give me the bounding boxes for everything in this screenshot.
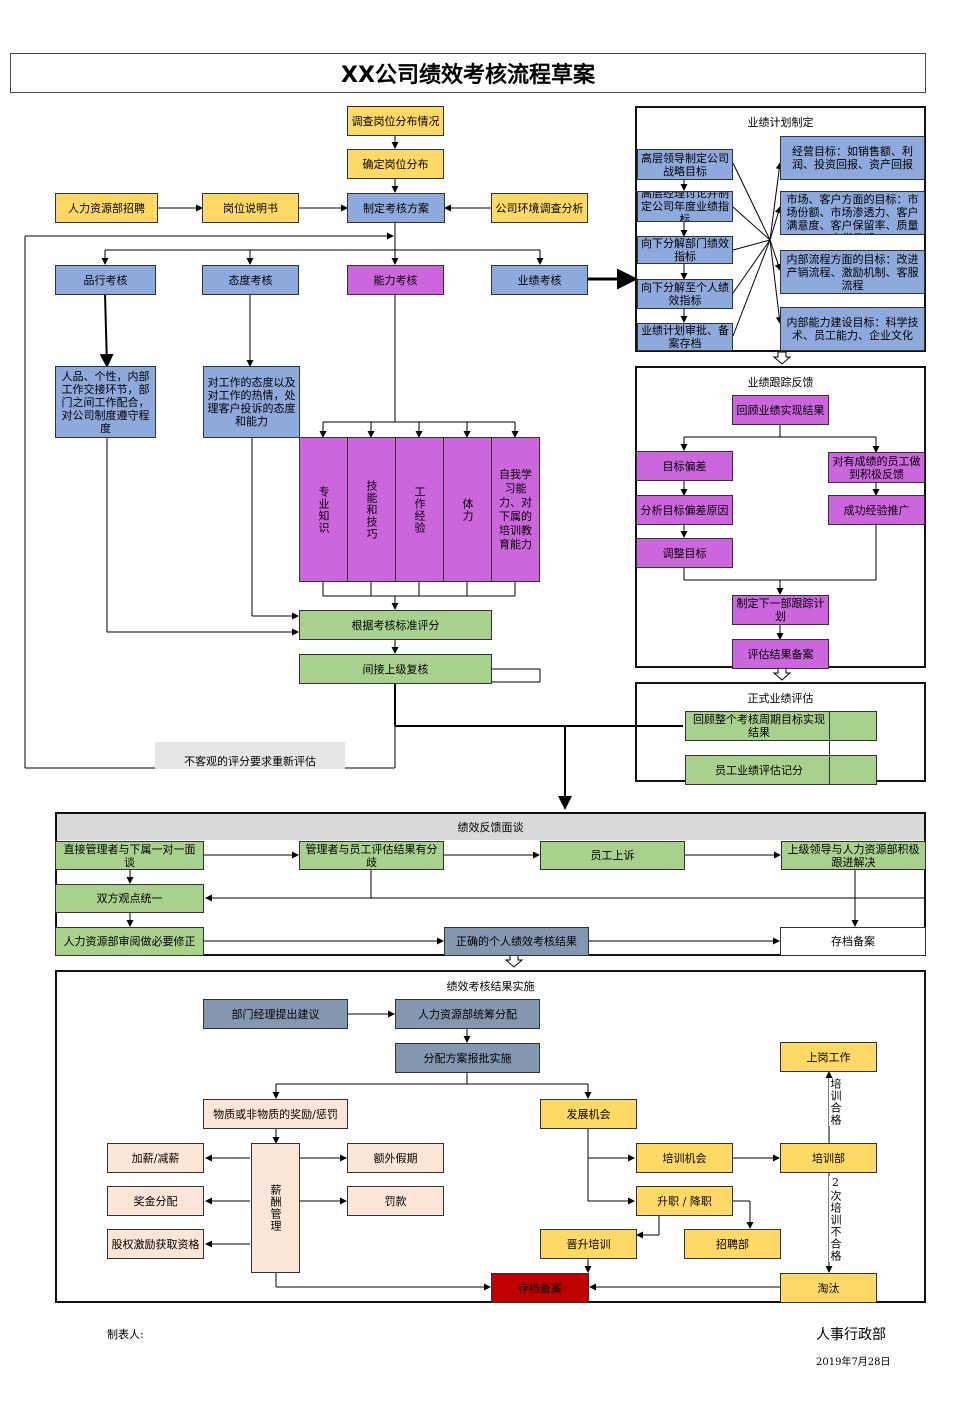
track-promote-box: 成功经验推广 <box>828 495 925 525</box>
review-box: 间接上级复核 <box>299 654 492 684</box>
survey-box: 调查岗位分布情况 <box>347 106 444 136</box>
impl-salary-mgmt-box: 薪酬管理 <box>251 1143 300 1273</box>
reevaluate-label: 不客观的评分要求重新评估 <box>155 742 345 769</box>
track-archive-box: 评估结果备案 <box>732 639 829 669</box>
track-adjust-box: 调整目标 <box>636 538 733 568</box>
pass-label: 培训合格 <box>829 1078 842 1126</box>
track-next-plan-box: 制定下一部跟踪计划 <box>732 595 829 625</box>
confirm-box: 确定岗位分布 <box>347 149 444 179</box>
impl-archive-box: 存档备案 <box>491 1273 589 1303</box>
plan-goal-1: 经营目标：如销售额、利润、投资回报、资产回报 <box>780 136 925 180</box>
impl-eliminate-box: 淘汰 <box>780 1273 877 1303</box>
fb-consensus-box: 双方观点统一 <box>55 884 204 913</box>
impl-leave-box: 额外假期 <box>347 1143 444 1173</box>
ability-box: 能力考核 <box>347 265 444 295</box>
fb-one-on-one-box: 直接管理者与下属一对一面谈 <box>55 841 204 870</box>
track-panel-title: 业绩跟踪反馈 <box>747 376 814 389</box>
plan-goal-3: 内部流程方面的目标：改进产销流程、激励机制、客服流程 <box>780 250 925 294</box>
impl-promo-train-box: 晋升培训 <box>540 1229 637 1259</box>
track-positive-box: 对有成绩的员工做到积极反馈 <box>828 452 925 483</box>
dept-label: 人事行政部 <box>816 1327 886 1343</box>
fb-appeal-box: 员工上诉 <box>540 841 685 870</box>
impl-fine-box: 罚款 <box>347 1186 444 1216</box>
impl-onboard-box: 上岗工作 <box>780 1042 877 1072</box>
performance-box: 业绩考核 <box>491 265 588 295</box>
attitude-box: 态度考核 <box>202 265 299 295</box>
impl-salary-up-box: 加薪/减薪 <box>107 1143 204 1173</box>
formal-panel-title: 正式业绩评估 <box>747 692 814 705</box>
formal-record-box: 员工业绩评估记分 <box>685 755 877 785</box>
fb-hr-review-box: 人力资源部审阅做必要修正 <box>55 927 204 956</box>
fb-disagree-box: 管理者与员工评估结果有分歧 <box>299 841 444 870</box>
formal-review-box: 回顾整个考核周期目标实现结果 <box>685 711 877 741</box>
plan-step-1: 高层领导制定公司战略目标 <box>637 149 733 180</box>
formal-record-text: 员工业绩评估记分 <box>715 763 803 777</box>
fb-archive-box: 存档备案 <box>780 927 926 956</box>
plan-step-5: 业绩计划审批、备案存档 <box>637 323 733 351</box>
plan-panel-title: 业绩计划制定 <box>747 116 814 129</box>
formal-review-text: 回顾整个考核周期目标实现结果 <box>693 713 825 739</box>
impl-dept-box: 部门经理提出建议 <box>203 999 348 1029</box>
fail-label: 2次培训不合格 <box>829 1176 842 1262</box>
impl-hr-coord-box: 人力资源部统筹分配 <box>395 999 540 1029</box>
impl-equity-box: 股权激励获取资格 <box>107 1229 204 1259</box>
track-deviation-box: 目标偏差 <box>636 451 733 481</box>
impl-approve-box: 分配方案报批实施 <box>395 1043 540 1073</box>
date-label: 2019年7月28日 <box>816 1357 891 1368</box>
fb-leader-box: 上级领导与人力资源部积极跟进解决 <box>781 841 926 870</box>
plan-step-3: 向下分解部门绩效指标 <box>637 236 733 264</box>
plan-step-2: 高层经理讨论并制定公司年度业绩指标 <box>637 191 733 222</box>
ability-item-5: 自我学习能力、对下属的培训教育能力 <box>491 437 540 582</box>
formal-divider <box>829 711 830 785</box>
impl-panel <box>55 970 926 1303</box>
hr-recruit-box: 人力资源部招聘 <box>55 193 158 223</box>
ability-item-1: 专业知识 <box>299 437 348 582</box>
impl-train-dept-box: 培训部 <box>780 1143 877 1173</box>
attitude-desc-box: 对工作的态度以及对工作的热情，处理客户投诉的态度和能力 <box>203 366 300 438</box>
plan-step-4: 向下分解至个人绩效指标 <box>637 279 733 309</box>
track-review-box: 回顾业绩实现结果 <box>732 395 829 425</box>
plan-box: 制定考核方案 <box>347 193 445 223</box>
impl-promotion-box: 升职 / 降职 <box>636 1186 733 1216</box>
conduct-box: 品行考核 <box>55 265 156 295</box>
ability-item-4: 体力 <box>443 437 492 582</box>
impl-reward-box: 物质或非物质的奖励/惩罚 <box>203 1099 348 1129</box>
page-title: XX公司绩效考核流程草案 <box>10 53 926 93</box>
track-analyze-box: 分析目标偏差原因 <box>636 495 733 525</box>
env-box: 公司环境调查分析 <box>491 193 588 223</box>
plan-goal-2: 市场、客户方面的目标：市场份额、市场渗透力、客户满意度、客户保留率、质量交货日期 <box>780 191 925 235</box>
impl-train-chance-box: 培训机会 <box>636 1143 733 1173</box>
job-desc-box: 岗位说明书 <box>202 193 299 223</box>
impl-panel-title: 绩效考核结果实施 <box>446 980 535 993</box>
conduct-desc-box: 人品、个性，内部工作交接环节，部门之间工作配合，对公司制度遵守程度 <box>55 366 156 438</box>
fb-correct-box: 正确的个人绩效考核结果 <box>444 927 589 956</box>
impl-dev-box: 发展机会 <box>540 1099 637 1129</box>
ability-item-2: 技能和技巧 <box>347 437 396 582</box>
feedback-panel-title: 绩效反馈面谈 <box>57 814 924 840</box>
impl-bonus-box: 奖金分配 <box>107 1186 204 1216</box>
score-box: 根据考核标准评分 <box>299 610 492 640</box>
ability-item-3: 工作经验 <box>395 437 444 582</box>
maker-label: 制表人: <box>107 1328 144 1341</box>
plan-goal-4: 内部能力建设目标：科学技术、员工能力、企业文化 <box>780 307 925 351</box>
plan-panel <box>635 106 926 352</box>
impl-recruit-box: 招聘部 <box>684 1229 781 1259</box>
